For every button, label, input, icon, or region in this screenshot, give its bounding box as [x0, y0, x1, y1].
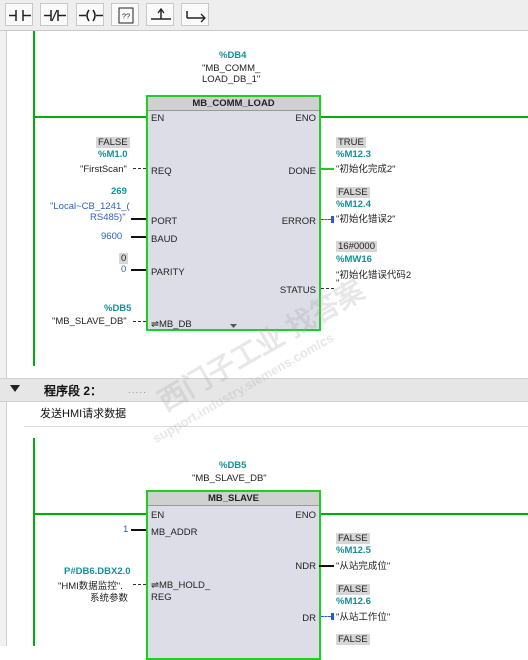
req-address: %M1.0 — [98, 149, 128, 160]
mb-hold-reg-symbol-line1: "HMI数据监控". — [58, 581, 123, 592]
baud-wire — [131, 236, 146, 238]
req-wire — [133, 168, 146, 169]
port-symbol-line1: "Local~CB_1241_( — [50, 201, 130, 212]
network-2-title[interactable]: 程序段 2： — [44, 384, 103, 398]
ladder-toolbar: ?? — [0, 0, 528, 31]
mb-db-pin: ⇌MB_DB — [151, 319, 192, 330]
dr-wire-end — [331, 613, 334, 620]
status-address: %MW16 — [336, 254, 372, 265]
ndr-symbol: "从站完成位" — [336, 561, 391, 572]
normally-open-contact-icon[interactable] — [5, 3, 33, 26]
port-wire — [131, 218, 146, 220]
req-pin: REQ — [151, 166, 172, 177]
db-name-line1: "MB_COMM_ — [202, 63, 261, 74]
mb-addr-wire — [131, 529, 146, 531]
en-wire-2 — [33, 513, 148, 515]
comment-divider — [24, 426, 528, 427]
req-symbol: "FirstScan" — [80, 164, 127, 175]
port-value: 269 — [111, 186, 127, 197]
power-rail-2 — [33, 438, 35, 646]
empty-box-label: ?? — [122, 12, 130, 21]
expand-chevron-icon[interactable] — [229, 323, 238, 329]
db-address-2: %DB5 — [219, 460, 247, 471]
parity-monitor-value: 0 — [119, 253, 129, 264]
mb-slave-block[interactable]: MB_SLAVE EN ENO MB_ADDR ⇌MB_HOLD_ REG ND… — [146, 490, 321, 660]
mb-db-symbol: "MB_SLAVE_DB" — [52, 316, 127, 327]
baud-value: 9600 — [101, 231, 123, 242]
eno-wire — [319, 116, 528, 118]
en-wire — [33, 116, 148, 118]
error-address: %M12.4 — [336, 199, 371, 210]
error-symbol: "初始化错误2" — [336, 214, 396, 225]
mb-hold-reg-wire — [133, 584, 146, 585]
status-symbol-line1: "初始化错误代码2 — [336, 270, 412, 281]
network-2-header[interactable] — [0, 378, 528, 402]
open-branch-icon[interactable] — [146, 3, 174, 26]
status-monitor-value: 16#0000 — [336, 241, 377, 252]
mb-addr-pin: MB_ADDR — [151, 527, 198, 538]
db-name-2: "MB_SLAVE_DB" — [192, 473, 267, 484]
done-wire — [319, 168, 334, 170]
error-wire — [321, 219, 331, 220]
mb-hold-reg-symbol-line2: 系统参数 — [90, 593, 129, 604]
en-pin-2: EN — [151, 510, 165, 521]
status-pin: STATUS — [279, 285, 316, 296]
editor-gutter — [0, 31, 7, 646]
db-address: %DB4 — [219, 50, 247, 61]
network-2-title-placeholder: ..... — [128, 385, 147, 396]
normally-closed-contact-icon[interactable] — [40, 3, 68, 26]
port-symbol-line2: RS485)" — [90, 212, 126, 223]
done-monitor-value: TRUE — [336, 137, 366, 148]
mb-addr-constant: 1 — [123, 524, 129, 535]
mb-hold-reg-address: P#DB6.DBX2.0 — [64, 566, 131, 577]
done-pin: DONE — [288, 166, 316, 177]
error-pin: ERROR — [281, 216, 316, 227]
power-rail — [33, 31, 35, 366]
empty-box-icon[interactable]: ?? — [111, 3, 139, 26]
eno-pin-2: ENO — [295, 510, 316, 521]
port-pin: PORT — [151, 216, 178, 227]
dr-monitor-value: FALSE — [336, 584, 370, 595]
baud-pin: BAUD — [151, 234, 178, 245]
network-2-comment[interactable]: 发送HMI请求数据 — [40, 408, 127, 420]
done-address: %M12.3 — [336, 149, 371, 160]
parity-wire — [131, 269, 146, 271]
en-pin: EN — [151, 113, 165, 124]
eno-pin: ENO — [295, 113, 316, 124]
mb-hold-reg-pin-line1: ⇌MB_HOLD_ — [151, 580, 211, 591]
dr-pin: DR — [302, 613, 316, 624]
req-monitor-value: FALSE — [96, 137, 130, 148]
mb-db-address: %DB5 — [104, 303, 132, 314]
error-wire-end — [331, 216, 334, 223]
mb-comm-load-block[interactable]: MB_COMM_LOAD EN ENO REQ PORT BAUD PARITY… — [146, 95, 321, 331]
ndr-pin: NDR — [295, 561, 316, 572]
error-monitor-value: FALSE — [336, 187, 370, 198]
parity-constant: 0 — [121, 264, 127, 275]
ndr-monitor-value: FALSE — [336, 533, 370, 544]
dr-symbol: "从站工作位" — [336, 612, 391, 623]
ndr-wire — [319, 565, 334, 567]
block-title-2: MB_SLAVE — [148, 492, 319, 506]
next-monitor-value: FALSE — [336, 634, 370, 645]
collapse-triangle-icon[interactable] — [10, 384, 21, 393]
status-wire — [321, 288, 334, 289]
mb-db-wire — [133, 321, 146, 322]
dr-wire — [321, 616, 331, 617]
dr-address: %M12.6 — [336, 596, 371, 607]
coil-icon[interactable] — [76, 3, 104, 26]
mb-hold-reg-pin-line2: REG — [151, 592, 172, 603]
done-symbol: "初始化完成2" — [336, 164, 396, 175]
ndr-address: %M12.5 — [336, 545, 371, 556]
status-symbol-line2: " — [336, 278, 340, 289]
block-title: MB_COMM_LOAD — [148, 97, 319, 111]
eno-wire-2 — [319, 513, 528, 515]
close-branch-icon[interactable] — [181, 3, 209, 26]
parity-pin: PARITY — [151, 267, 185, 278]
db-name-line2: LOAD_DB_1" — [202, 74, 261, 85]
